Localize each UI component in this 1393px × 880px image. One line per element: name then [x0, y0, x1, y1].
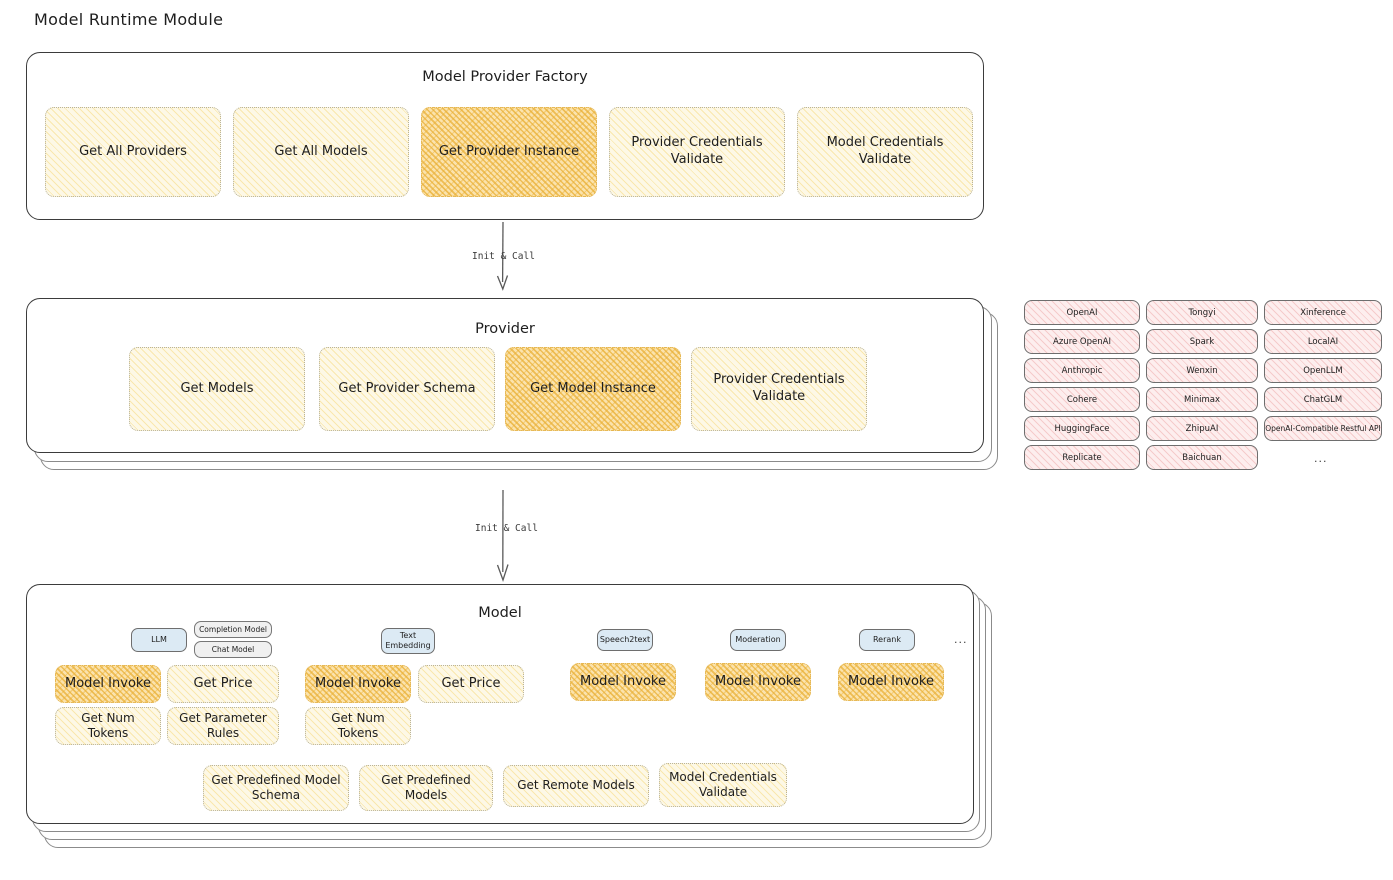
- arrow-label-init-and-call-1: Init & Call: [472, 251, 535, 262]
- provider-node-get-model-instance[interactable]: Get Model Instance: [505, 347, 681, 431]
- model-op-text-embedding-get-price[interactable]: Get Price: [418, 665, 524, 703]
- factory-node-get-all-providers[interactable]: Get All Providers: [45, 107, 221, 197]
- factory-node-model-credentials-validate[interactable]: Model Credentials Validate: [797, 107, 973, 197]
- model-provider-factory-title: Model Provider Factory: [422, 69, 588, 85]
- provider-tag-chatglm[interactable]: ChatGLM: [1264, 387, 1382, 412]
- model-op-moderation-model-invoke[interactable]: Model Invoke: [705, 663, 811, 701]
- model-type-badge-moderation[interactable]: Moderation: [730, 629, 786, 651]
- provider-tag-huggingface[interactable]: HuggingFace: [1024, 416, 1140, 441]
- factory-node-get-provider-instance[interactable]: Get Provider Instance: [421, 107, 597, 197]
- provider-tag-openai-compatible-restful-api[interactable]: OpenAI-Compatible Restful API: [1264, 416, 1382, 441]
- model-type-badge-llm[interactable]: LLM: [131, 628, 187, 652]
- model-title: Model: [478, 605, 522, 621]
- model-op-llm-get-num-tokens[interactable]: Get Num Tokens: [55, 707, 161, 745]
- provider-tag-tongyi[interactable]: Tongyi: [1146, 300, 1258, 325]
- model-op-rerank-model-invoke[interactable]: Model Invoke: [838, 663, 944, 701]
- model-type-badge-speech2text[interactable]: Speech2text: [597, 629, 653, 651]
- model-subtype-badge-chat-model[interactable]: Chat Model: [194, 641, 272, 658]
- provider-tag-cohere[interactable]: Cohere: [1024, 387, 1140, 412]
- arrow-factory-to-provider: [486, 221, 520, 294]
- provider-tag-anthropic[interactable]: Anthropic: [1024, 358, 1140, 383]
- provider-tag-openllm[interactable]: OpenLLM: [1264, 358, 1382, 383]
- model-common-op-get-predefined-model-schema[interactable]: Get Predefined Model Schema: [203, 765, 349, 811]
- arrow-label-init-and-call-2: Init & Call: [475, 523, 538, 534]
- provider-tag-localai[interactable]: LocalAI: [1264, 329, 1382, 354]
- model-type-badge-rerank[interactable]: Rerank: [859, 629, 915, 651]
- model-op-speech2text-model-invoke[interactable]: Model Invoke: [570, 663, 676, 701]
- model-common-op-get-predefined-models[interactable]: Get Predefined Models: [359, 765, 493, 811]
- model-op-llm-get-price[interactable]: Get Price: [167, 665, 279, 703]
- model-common-op-get-remote-models[interactable]: Get Remote Models: [503, 765, 649, 807]
- model-op-text-embedding-model-invoke[interactable]: Model Invoke: [305, 665, 411, 703]
- provider-tag-openai[interactable]: OpenAI: [1024, 300, 1140, 325]
- provider-node-get-provider-schema[interactable]: Get Provider Schema: [319, 347, 495, 431]
- model-panel: Model LLM Completion Model Chat Model Mo…: [26, 584, 974, 824]
- provider-tag-replicate[interactable]: Replicate: [1024, 445, 1140, 470]
- arrow-provider-to-model: [489, 489, 523, 584]
- factory-node-get-all-models[interactable]: Get All Models: [233, 107, 409, 197]
- provider-tag-azure-openai[interactable]: Azure OpenAI: [1024, 329, 1140, 354]
- provider-tag-wenxin[interactable]: Wenxin: [1146, 358, 1258, 383]
- factory-node-provider-credentials-validate[interactable]: Provider Credentials Validate: [609, 107, 785, 197]
- provider-title: Provider: [475, 321, 535, 337]
- provider-tag-zhipuai[interactable]: ZhipuAI: [1146, 416, 1258, 441]
- provider-tags-grid: OpenAI Azure OpenAI Anthropic Cohere Hug…: [1024, 300, 1384, 475]
- page-title: Model Runtime Module: [34, 10, 224, 29]
- model-subtype-badge-completion-model[interactable]: Completion Model: [194, 621, 272, 638]
- provider-tags-ellipsis: ...: [1314, 452, 1328, 465]
- model-types-ellipsis: ...: [954, 633, 968, 646]
- model-common-op-model-credentials-validate[interactable]: Model Credentials Validate: [659, 763, 787, 807]
- arrow-icon: [496, 221, 509, 291]
- provider-node-get-models[interactable]: Get Models: [129, 347, 305, 431]
- model-op-llm-model-invoke[interactable]: Model Invoke: [55, 665, 161, 703]
- provider-panel: Provider Get Models Get Provider Schema …: [26, 298, 984, 453]
- provider-node-provider-credentials-validate[interactable]: Provider Credentials Validate: [691, 347, 867, 431]
- model-op-llm-get-parameter-rules[interactable]: Get Parameter Rules: [167, 707, 279, 745]
- model-provider-factory-panel: Model Provider Factory Get All Providers…: [26, 52, 984, 220]
- provider-tag-baichuan[interactable]: Baichuan: [1146, 445, 1258, 470]
- provider-tag-minimax[interactable]: Minimax: [1146, 387, 1258, 412]
- provider-tag-xinference[interactable]: Xinference: [1264, 300, 1382, 325]
- model-type-badge-text-embedding[interactable]: Text Embedding: [381, 628, 435, 654]
- arrow-icon: [496, 489, 509, 582]
- model-op-text-embedding-get-num-tokens[interactable]: Get Num Tokens: [305, 707, 411, 745]
- provider-tag-spark[interactable]: Spark: [1146, 329, 1258, 354]
